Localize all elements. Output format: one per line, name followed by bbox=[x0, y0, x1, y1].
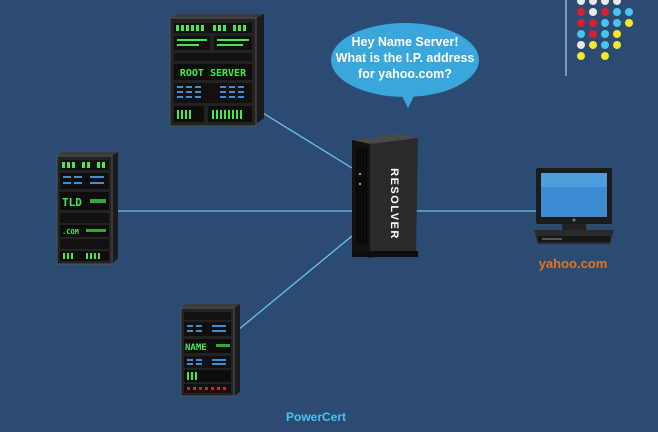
speech-line-1: Hey Name Server! bbox=[351, 35, 459, 49]
decorative-dot bbox=[613, 0, 621, 5]
decorative-dot bbox=[589, 19, 597, 27]
decorative-dot-grid bbox=[577, 0, 633, 60]
decorative-dot bbox=[601, 52, 609, 60]
decorative-dot bbox=[613, 30, 621, 38]
decorative-dot bbox=[625, 19, 633, 27]
decorative-dot bbox=[577, 0, 585, 5]
link-root-to-resolver bbox=[257, 109, 353, 169]
speech-line-2: What is the I.P. address bbox=[335, 51, 475, 65]
decorative-dot bbox=[613, 41, 621, 49]
decorative-dot bbox=[589, 8, 597, 16]
decorative-dot bbox=[601, 30, 609, 38]
tld-server-label: TLD bbox=[62, 196, 82, 209]
decorative-dot bbox=[613, 19, 621, 27]
name-server-rack: NAME bbox=[180, 304, 240, 397]
decorative-dot bbox=[589, 41, 597, 49]
decorative-dot bbox=[589, 30, 597, 38]
speech-bubble bbox=[331, 23, 479, 108]
decorative-dot bbox=[601, 19, 609, 27]
decorative-dot bbox=[601, 0, 609, 5]
decorative-dot bbox=[589, 0, 597, 5]
link-name-to-resolver bbox=[237, 235, 353, 331]
decorative-dot bbox=[577, 30, 585, 38]
decorative-dot bbox=[577, 19, 585, 27]
tld-server-rack: TLD .COM bbox=[56, 152, 118, 265]
decorative-dot bbox=[601, 8, 609, 16]
resolver-device bbox=[352, 134, 418, 258]
brand-label: PowerCert bbox=[286, 410, 347, 424]
speech-bubble-text: Hey Name Server! What is the I.P. addres… bbox=[330, 34, 480, 82]
tld-server-sublabel: .COM bbox=[62, 228, 79, 236]
decorative-dot bbox=[625, 8, 633, 16]
decorative-dot bbox=[577, 41, 585, 49]
decorative-dot bbox=[613, 8, 621, 16]
speech-line-3: for yahoo.com? bbox=[358, 67, 452, 81]
decorative-dot bbox=[601, 41, 609, 49]
resolver-label: RESOLVER bbox=[388, 168, 400, 240]
name-server-label: NAME bbox=[185, 343, 207, 353]
decorative-dot bbox=[577, 8, 585, 16]
client-computer bbox=[534, 168, 614, 244]
root-server-label: ROOT SERVER bbox=[180, 68, 247, 79]
computer-label: yahoo.com bbox=[538, 256, 608, 271]
root-server-rack: ROOT SERVER bbox=[169, 14, 264, 127]
decorative-dot bbox=[577, 52, 585, 60]
